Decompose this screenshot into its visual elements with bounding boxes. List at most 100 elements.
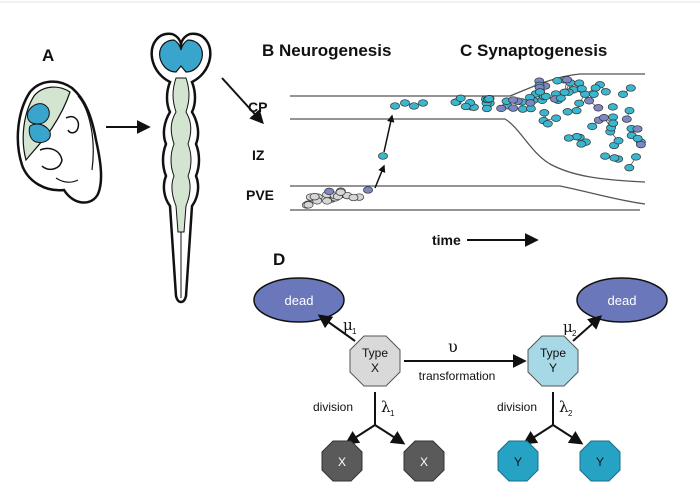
layer-pve-label: PVE bbox=[246, 187, 274, 203]
connected-neuron bbox=[608, 119, 619, 127]
daughter-x-2 bbox=[403, 440, 445, 482]
connected-neuron bbox=[590, 84, 601, 92]
connected-neuron bbox=[613, 137, 624, 145]
connected-neuron bbox=[540, 92, 551, 101]
maturing-neuron bbox=[508, 104, 519, 112]
division-arrow-y-right bbox=[552, 424, 584, 445]
migration-arrow-1 bbox=[374, 164, 386, 189]
connected-neuron bbox=[559, 88, 570, 96]
panel-d-label: D bbox=[273, 250, 285, 269]
connected-neuron bbox=[600, 88, 611, 96]
connected-neuron bbox=[635, 140, 646, 149]
type-y-line2: Y bbox=[549, 361, 557, 375]
progenitor-cell bbox=[322, 197, 333, 205]
dead-state-right bbox=[576, 277, 668, 323]
division-arrow-y-left bbox=[522, 424, 554, 445]
connected-neuron bbox=[631, 153, 641, 161]
daughter-y-2 bbox=[579, 440, 621, 482]
connected-neuron bbox=[600, 152, 611, 160]
connected-neuron bbox=[607, 103, 618, 111]
connected-neuron bbox=[562, 76, 572, 84]
progenitor-cell bbox=[348, 193, 359, 202]
lambda1-subscript: 1 bbox=[390, 409, 395, 418]
connected-neuron bbox=[574, 99, 585, 107]
mu1-subscript: 1 bbox=[352, 327, 357, 336]
layer-cp-label: CP bbox=[248, 99, 267, 115]
daughter-y-1 bbox=[497, 440, 539, 482]
cp-neuron bbox=[400, 99, 410, 107]
migration-arrow-2 bbox=[383, 114, 395, 153]
connected-neuron bbox=[539, 109, 550, 117]
connected-neuron bbox=[563, 134, 574, 142]
division-arrow-x-left bbox=[344, 424, 376, 445]
connected-neuron bbox=[552, 77, 563, 85]
connected-neuron bbox=[621, 115, 632, 123]
maturing-neuron bbox=[484, 95, 495, 103]
death-arrow-y bbox=[572, 315, 603, 342]
connected-neuron bbox=[618, 90, 628, 98]
lambda2-symbol: λ bbox=[559, 398, 569, 416]
connected-neuron bbox=[588, 90, 599, 98]
daughter-x2-text: X bbox=[420, 455, 428, 469]
connected-neuron bbox=[609, 154, 620, 162]
dead-left-text: dead bbox=[285, 293, 314, 308]
daughter-x1-text: X bbox=[338, 455, 346, 469]
maturing-neuron bbox=[460, 102, 471, 111]
panel-a-label: A bbox=[42, 46, 54, 65]
connected-neuron bbox=[576, 140, 587, 148]
panel-c-label: C Synaptogenesis bbox=[460, 41, 607, 60]
connected-neuron bbox=[625, 84, 636, 92]
progenitor-cell bbox=[335, 188, 346, 196]
connected-neuron bbox=[624, 164, 635, 172]
dead-right-text: dead bbox=[608, 293, 637, 308]
division-left-label: division bbox=[313, 400, 353, 414]
connected-neuron bbox=[624, 106, 635, 115]
daughter-y2-text: Y bbox=[596, 455, 604, 469]
mu2-subscript: 2 bbox=[572, 329, 577, 338]
lambda2-subscript: 2 bbox=[568, 409, 573, 418]
division-right-label: division bbox=[497, 400, 537, 414]
lambda1-symbol: λ bbox=[381, 398, 391, 416]
progenitor-cell bbox=[303, 201, 314, 209]
connected-neuron bbox=[555, 94, 566, 102]
connected-neuron bbox=[632, 125, 643, 133]
mu1-symbol: μ bbox=[343, 316, 353, 334]
connected-neuron bbox=[525, 99, 536, 107]
progenitor-cell bbox=[324, 187, 335, 196]
division-arrow-x-right bbox=[374, 424, 406, 445]
arrow-tube-to-cortex bbox=[221, 77, 264, 125]
mu2-symbol: μ bbox=[563, 318, 573, 336]
layer-iz-label: IZ bbox=[252, 147, 265, 163]
daughter-x-1 bbox=[321, 440, 363, 482]
connected-neuron bbox=[576, 85, 587, 93]
connected-neuron bbox=[587, 122, 598, 131]
connected-neuron bbox=[599, 114, 609, 122]
connected-neuron bbox=[551, 114, 562, 122]
dead-state-left bbox=[253, 277, 345, 323]
maturing-neuron bbox=[508, 96, 519, 104]
type-x-line2: X bbox=[371, 361, 379, 375]
cp-neuron bbox=[409, 102, 419, 110]
connected-neuron bbox=[608, 113, 619, 121]
daughter-y1-text: Y bbox=[514, 455, 522, 469]
maturing-neuron bbox=[481, 104, 492, 113]
embryo-illustration bbox=[16, 80, 103, 204]
upsilon-symbol: υ bbox=[448, 337, 458, 356]
progenitor-cell bbox=[309, 193, 320, 201]
maturing-neuron bbox=[455, 94, 466, 102]
cp-neuron bbox=[390, 102, 400, 110]
time-label: time bbox=[432, 232, 461, 248]
migrating-cell bbox=[363, 186, 373, 194]
migrating-cell bbox=[378, 152, 388, 160]
connected-neuron bbox=[632, 134, 643, 143]
connected-neuron bbox=[584, 97, 595, 105]
connected-neuron bbox=[562, 108, 573, 116]
maturing-neuron bbox=[496, 104, 507, 113]
type-x-line1: Type bbox=[362, 346, 388, 360]
death-arrow-x bbox=[317, 314, 356, 342]
type-y-line1: Type bbox=[540, 346, 566, 360]
connected-neuron bbox=[571, 106, 582, 115]
connected-neuron bbox=[534, 88, 545, 96]
connected-neuron bbox=[542, 120, 553, 128]
